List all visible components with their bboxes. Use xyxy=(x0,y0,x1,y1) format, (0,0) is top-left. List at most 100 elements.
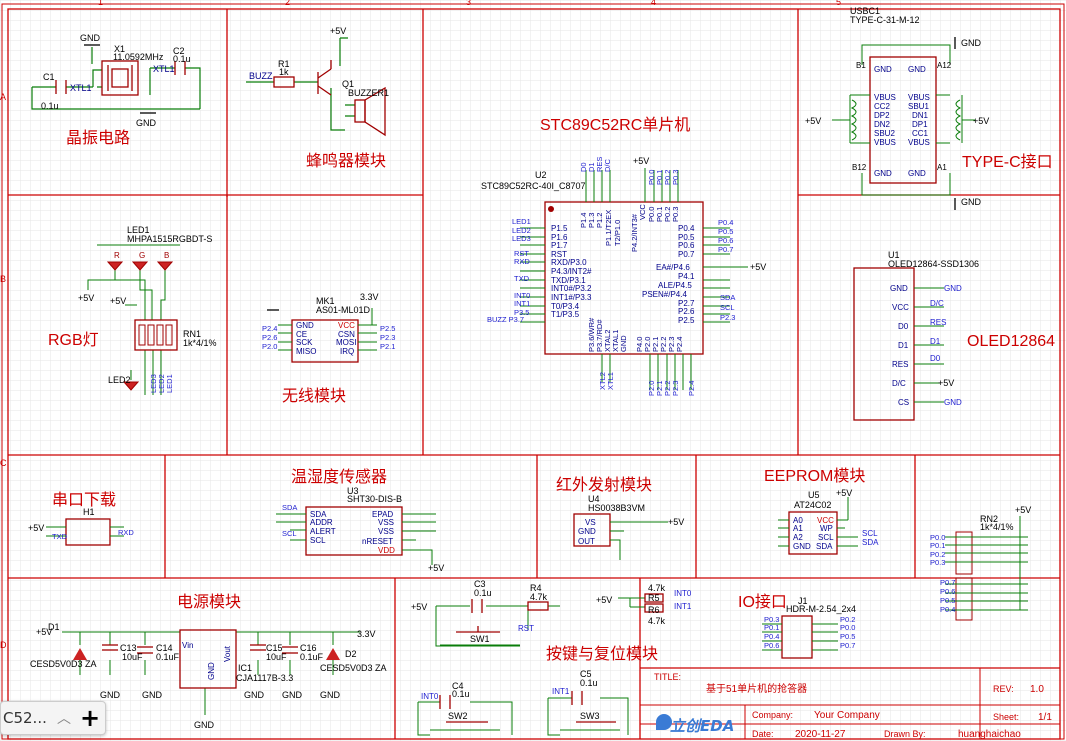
svg-text:P4.1: P4.1 xyxy=(678,272,695,281)
u3-value: SHT30-DIS-B xyxy=(347,494,402,504)
block-title-keys: 按键与复位模块 xyxy=(546,645,658,663)
svg-text:P0.2: P0.2 xyxy=(840,615,855,624)
svg-text:GND: GND xyxy=(908,65,926,74)
c4-ref: C4 xyxy=(452,681,464,691)
svg-text:RES: RES xyxy=(892,360,908,369)
u4-value: HS0038B3VM xyxy=(588,503,645,513)
svg-text:DP1: DP1 xyxy=(912,120,928,129)
buzz-net: BUZZ xyxy=(249,71,273,81)
svg-text:RES: RES xyxy=(930,318,946,327)
svg-text:SBU1: SBU1 xyxy=(908,102,929,111)
svg-text:GND: GND xyxy=(282,690,303,700)
row-label: B xyxy=(0,274,6,284)
usbc-ref: USBC1 xyxy=(850,6,880,16)
rn2-value: 1k*4/1% xyxy=(980,522,1014,532)
svg-text:D1: D1 xyxy=(898,341,909,350)
u4-ref: U4 xyxy=(588,494,600,504)
svg-text:IRQ: IRQ xyxy=(340,347,354,356)
svg-text:P3.7/RD#: P3.7/RD# xyxy=(595,319,604,352)
svg-text:A2: A2 xyxy=(793,533,803,542)
c5-ref: C5 xyxy=(580,669,592,679)
h1-ref: H1 xyxy=(83,507,95,517)
svg-text:P0.7: P0.7 xyxy=(718,245,733,254)
svg-text:VBUS: VBUS xyxy=(908,138,930,147)
vcc-label: +5V xyxy=(411,602,427,612)
svg-text:P2.5: P2.5 xyxy=(678,316,695,325)
svg-text:nRESET: nRESET xyxy=(362,537,393,546)
svg-text:VBUS: VBUS xyxy=(908,93,930,102)
svg-text:OUT: OUT xyxy=(578,537,595,546)
drawn-label: Drawn By: xyxy=(884,729,926,739)
c1-ref: C1 xyxy=(43,72,55,82)
svg-text:P0.1: P0.1 xyxy=(655,207,664,222)
xtl-net: XTL1 xyxy=(153,64,175,74)
svg-text:SCL: SCL xyxy=(282,529,297,538)
svg-text:INT0: INT0 xyxy=(514,291,530,300)
int1-net: INT1 xyxy=(674,602,692,611)
svg-text:P2.3: P2.3 xyxy=(720,313,735,322)
svg-text:P0.4: P0.4 xyxy=(678,224,695,233)
add-sheet-button[interactable]: + xyxy=(79,704,101,732)
d1-ref: D1 xyxy=(48,622,60,632)
mcu-circuit: U2 STC89C52RC-40I_C8707 +5V +5V LED1LED2… xyxy=(481,156,766,396)
svg-text:P4.3/INT2#: P4.3/INT2# xyxy=(551,267,592,276)
border-row-labels: A B C D xyxy=(0,92,7,650)
usbc-value: TYPE-C-31-M-12 xyxy=(850,15,920,25)
d2-value: CESD5V0D3 ZA xyxy=(320,663,387,673)
typec-circuit: USBC1 TYPE-C-31-M-12 GND GND +5V +5V GND… xyxy=(805,6,989,210)
svg-text:XTAL2: XTAL2 xyxy=(603,330,612,352)
rn1-ref: RN1 xyxy=(183,329,201,339)
svg-text:GND: GND xyxy=(296,321,314,330)
row-label: C xyxy=(0,458,7,468)
c15-ref: C15 xyxy=(266,643,283,653)
chevron-up-icon[interactable]: ︿ xyxy=(57,711,71,727)
svg-text:BUZZ P3.7: BUZZ P3.7 xyxy=(487,315,524,324)
svg-text:P0.3: P0.3 xyxy=(930,558,945,567)
keys-reset-circuit: C3 0.1u R4 4.7k SW1 +5V +5V R5 R6 4.7k 4… xyxy=(411,579,692,736)
c3-ref: C3 xyxy=(474,579,486,589)
vcc-label: +5V xyxy=(110,296,126,306)
vcc-label: +5V xyxy=(938,378,954,388)
svg-text:P0.5: P0.5 xyxy=(940,596,955,605)
svg-text:GND: GND xyxy=(320,690,341,700)
led2-ref: LED2 xyxy=(108,375,131,385)
mk1-value: AS01-ML01D xyxy=(316,305,371,315)
svg-text:SDA: SDA xyxy=(282,503,297,512)
svg-text:RXD: RXD xyxy=(514,257,530,266)
svg-text:TXD: TXD xyxy=(52,532,68,541)
svg-text:D/C: D/C xyxy=(603,159,612,173)
border-col-labels: 1 2 3 4 5 xyxy=(98,0,841,7)
sw3-ref: SW3 xyxy=(580,711,600,721)
svg-text:P0.6: P0.6 xyxy=(940,587,955,596)
mk1-ref: MK1 xyxy=(316,296,335,306)
svg-text:SCL: SCL xyxy=(862,529,878,538)
svg-text:P0.4: P0.4 xyxy=(764,632,779,641)
r1-ref: R1 xyxy=(278,59,290,69)
block-title-mcu: STC89C52RC单片机 xyxy=(540,116,690,134)
svg-text:D1: D1 xyxy=(930,337,941,346)
svg-text:P2.3: P2.3 xyxy=(667,337,676,352)
svg-text:DP2: DP2 xyxy=(874,111,890,120)
vcc-label: +5V xyxy=(28,523,44,533)
sheet-tab-label[interactable]: C52... xyxy=(3,709,47,727)
gnd-label: GND xyxy=(961,38,982,48)
col-label: 5 xyxy=(836,0,841,7)
d2-ref: D2 xyxy=(345,649,357,659)
vcc-label: +5V xyxy=(596,595,612,605)
svg-text:P2.7: P2.7 xyxy=(678,299,695,308)
svg-text:GND: GND xyxy=(100,690,121,700)
svg-text:TXD: TXD xyxy=(514,274,530,283)
svg-text:P0.6: P0.6 xyxy=(718,236,733,245)
ic1-ref: IC1 xyxy=(238,663,252,673)
svg-text:P0.7: P0.7 xyxy=(940,578,955,587)
svg-text:D0: D0 xyxy=(930,354,941,363)
col-label: 1 xyxy=(98,0,103,7)
u2-ref: U2 xyxy=(535,170,547,180)
svg-text:VSS: VSS xyxy=(378,518,394,527)
svg-text:D0: D0 xyxy=(579,162,588,172)
svg-text:SDA: SDA xyxy=(862,538,879,547)
block-title-serial: 串口下载 xyxy=(52,491,116,509)
svg-text:D0: D0 xyxy=(898,322,909,331)
